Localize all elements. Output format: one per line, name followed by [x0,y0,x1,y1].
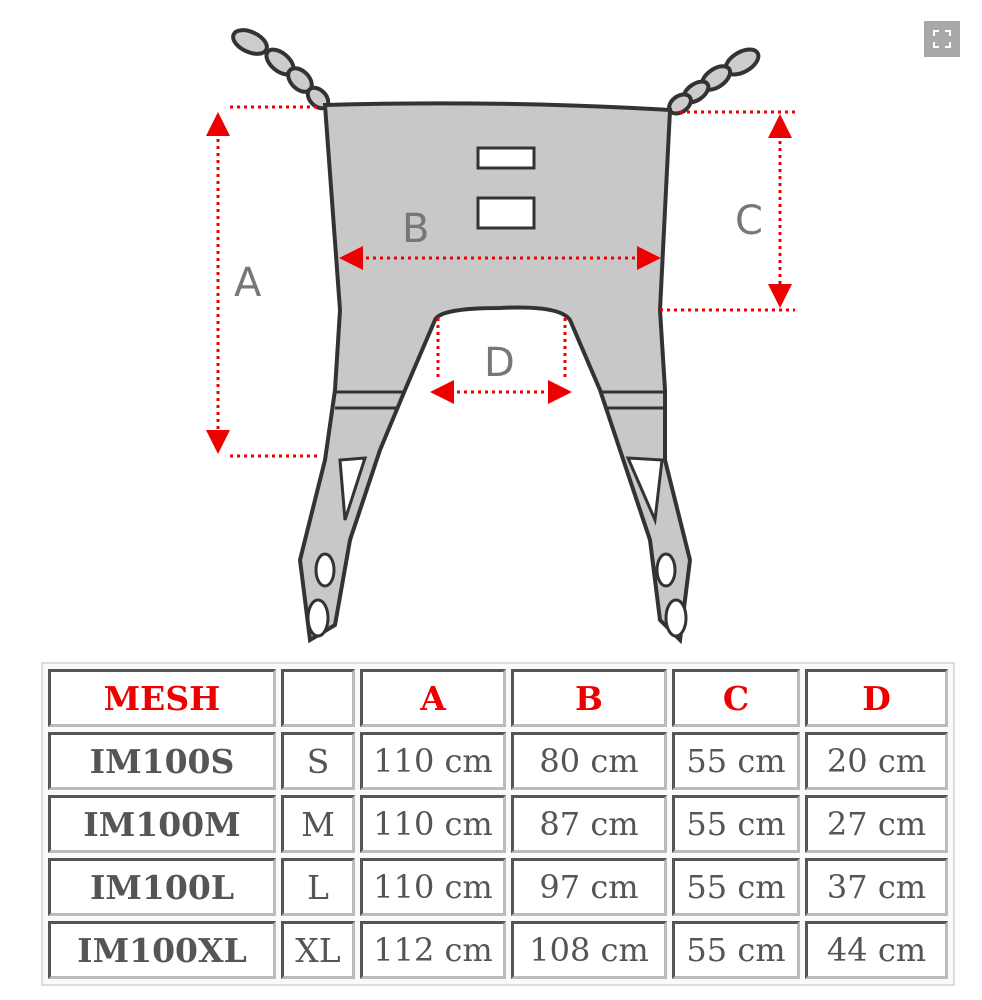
b-cell: 108 cm [511,921,667,979]
header-b: B [511,669,667,727]
header-d: D [805,669,948,727]
table-row: IM100XL XL 112 cm 108 cm 55 cm 44 cm [48,921,948,979]
b-cell: 97 cm [511,858,667,916]
sling-body [297,101,693,645]
leg-strap-loops [306,456,688,638]
label-b: B [402,206,429,252]
header-mesh: MESH [48,669,276,727]
table-row: IM100L L 110 cm 97 cm 55 cm 37 cm [48,858,948,916]
table-row: IM100M M 110 cm 87 cm 55 cm 27 cm [48,795,948,853]
c-cell: 55 cm [672,732,800,790]
label-d: D [484,340,515,386]
sling-diagram: A B C D [206,28,795,645]
header-size [281,669,355,727]
header-c: C [672,669,800,727]
model-cell: IM100L [48,858,276,916]
a-cell: 110 cm [360,732,506,790]
d-cell: 27 cm [805,795,948,853]
top-left-strap [231,28,331,111]
c-cell: 55 cm [672,858,800,916]
label-c: C [735,198,763,244]
d-cell: 44 cm [805,921,948,979]
size-cell: M [281,795,355,853]
model-cell: IM100XL [48,921,276,979]
model-cell: IM100S [48,732,276,790]
leg-bands [335,390,665,410]
top-right-strap [667,47,761,116]
table-row: IM100S S 110 cm 80 cm 55 cm 20 cm [48,732,948,790]
d-cell: 20 cm [805,732,948,790]
a-cell: 110 cm [360,795,506,853]
dimension-arrows [206,105,795,458]
size-table: MESH A B C D IM100S S 110 cm 80 cm 55 cm… [41,662,955,986]
model-cell: IM100M [48,795,276,853]
header-a: A [360,669,506,727]
expand-icon [933,30,951,48]
b-cell: 87 cm [511,795,667,853]
c-cell: 55 cm [672,795,800,853]
size-cell: L [281,858,355,916]
d-cell: 37 cm [805,858,948,916]
label-a: A [234,260,262,306]
table-header-row: MESH A B C D [48,669,948,727]
b-cell: 80 cm [511,732,667,790]
size-cell: S [281,732,355,790]
handle-slots [476,146,536,230]
size-cell: XL [281,921,355,979]
c-cell: 55 cm [672,921,800,979]
a-cell: 112 cm [360,921,506,979]
expand-button[interactable] [924,21,960,57]
a-cell: 110 cm [360,858,506,916]
